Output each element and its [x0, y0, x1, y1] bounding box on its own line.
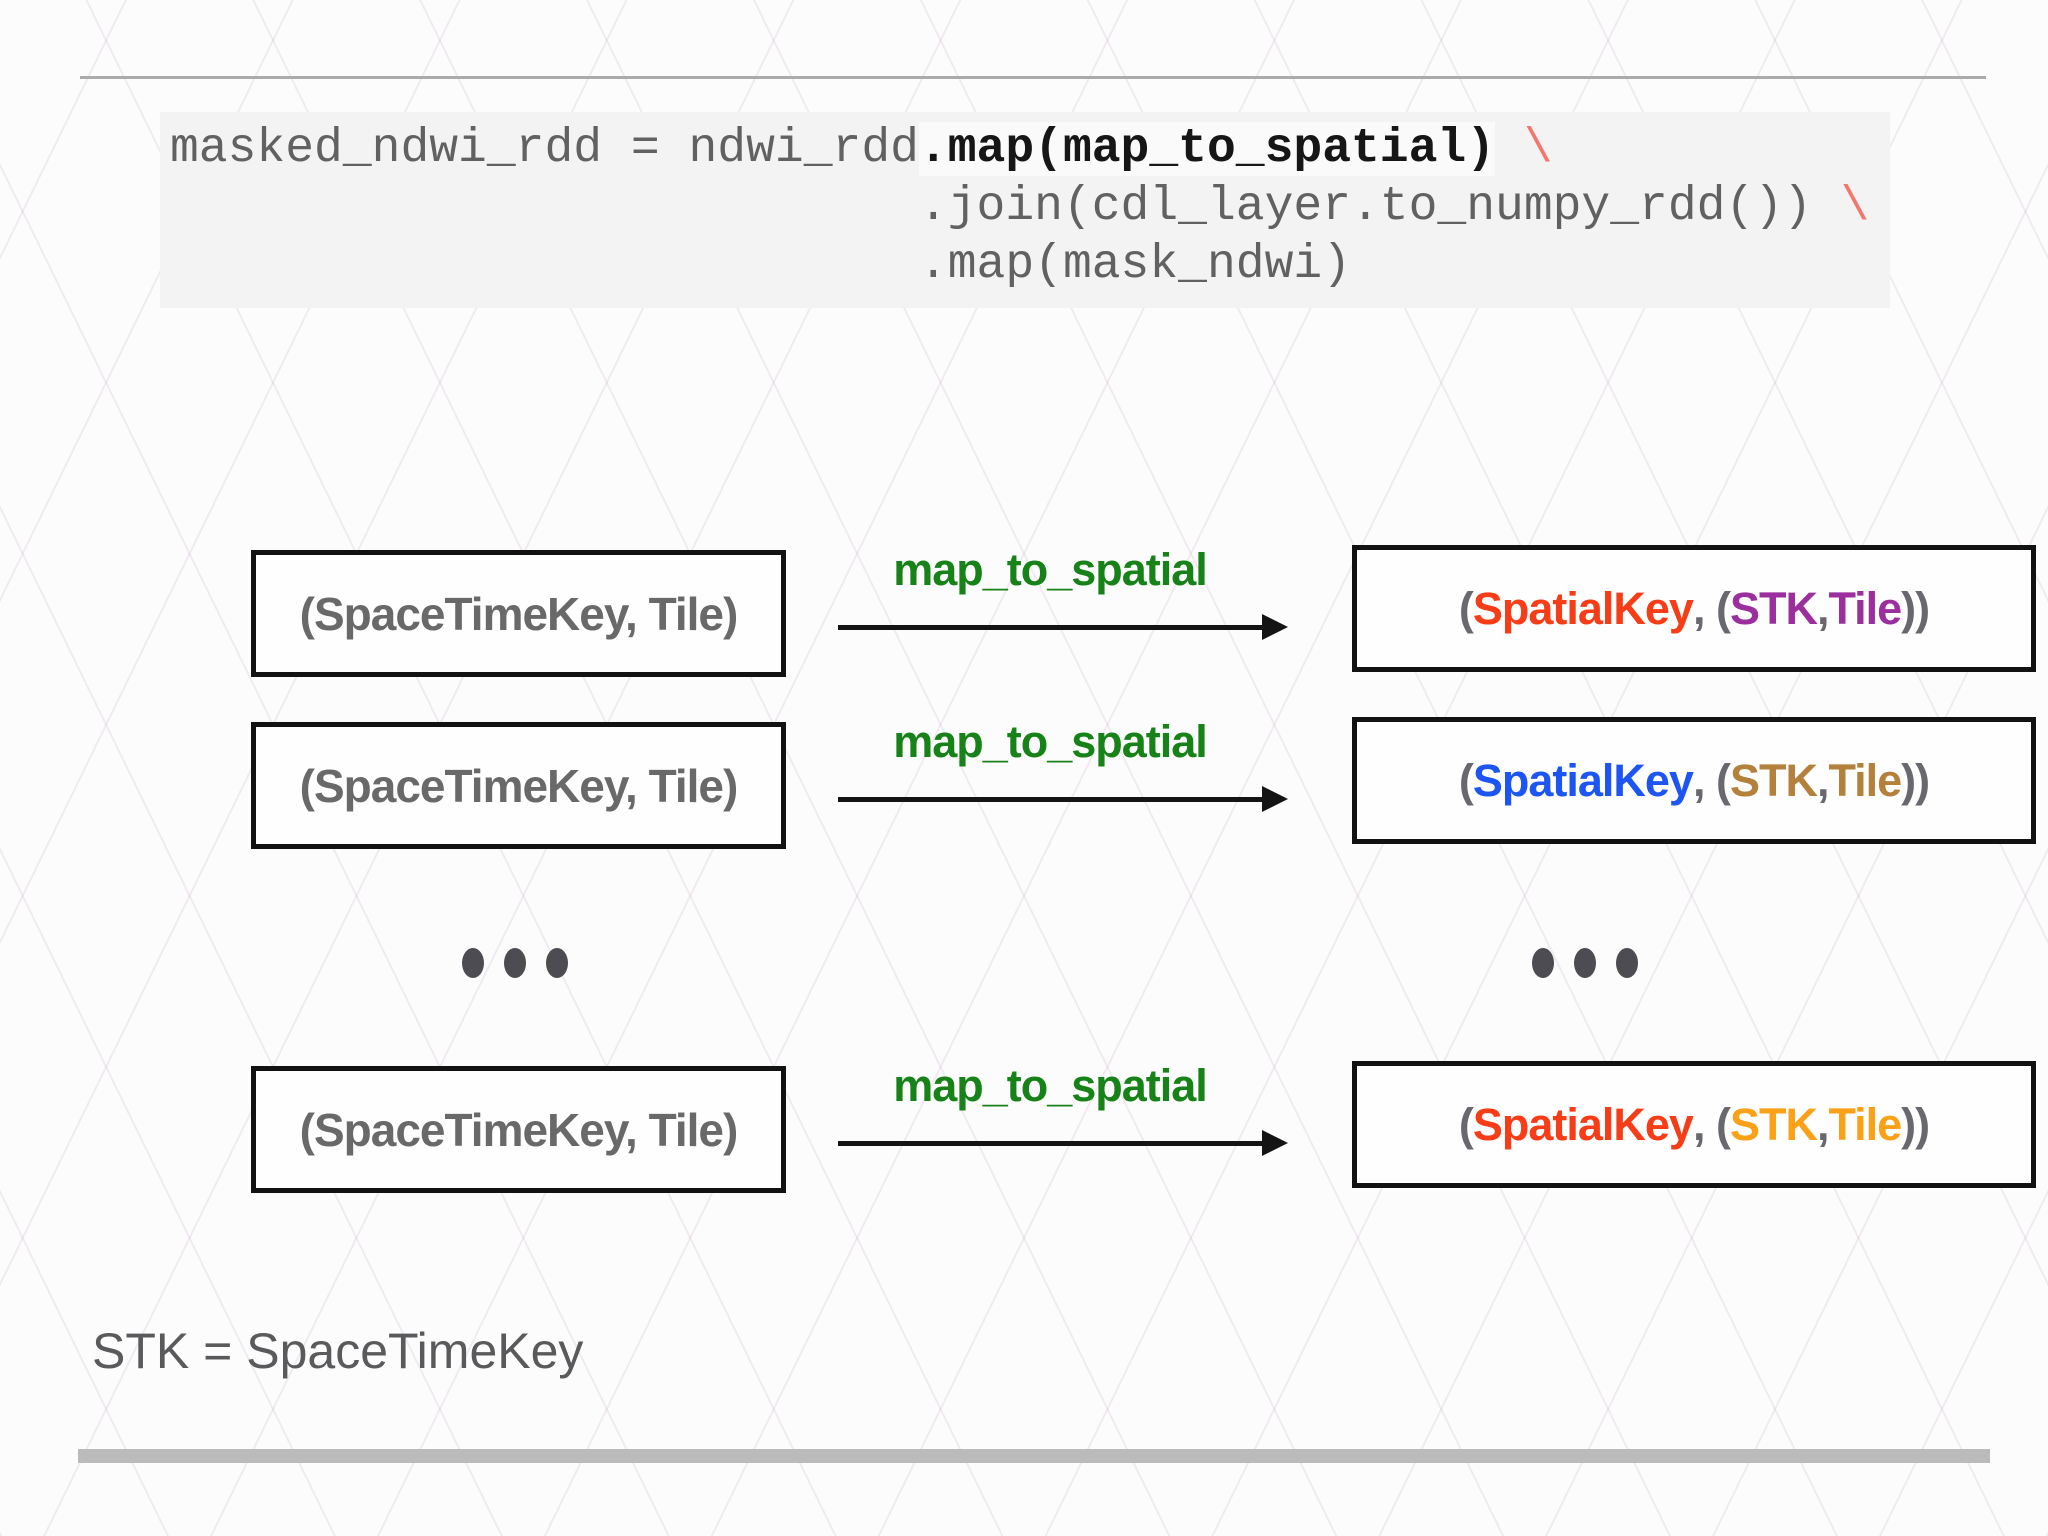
code-segment: masked_ndwi_rdd = ndwi_rdd — [170, 122, 919, 176]
arrow-shaft — [838, 797, 1264, 802]
input-box: (SpaceTimeKey, Tile) — [251, 1066, 786, 1193]
arrow-right-icon — [838, 1128, 1288, 1158]
arrow-shaft — [838, 1141, 1264, 1146]
output-segment: Tile — [1828, 1098, 1902, 1150]
output-segment: STK — [1729, 754, 1818, 806]
output-segment: , — [1816, 754, 1829, 806]
output-segment: STK — [1729, 1098, 1818, 1150]
arrow-head — [1262, 1130, 1288, 1156]
ellipsis-dot — [1574, 948, 1596, 978]
ellipsis-right — [1532, 948, 1638, 978]
ellipsis-dot — [462, 948, 484, 978]
output-segment: STK — [1729, 582, 1818, 634]
output-segment: , — [1816, 1098, 1829, 1150]
output-segment: ( — [1458, 754, 1474, 806]
ellipsis-dot — [1532, 948, 1554, 978]
output-segment: , ( — [1692, 1098, 1731, 1150]
arrow-right-icon — [838, 784, 1288, 814]
output-segment: SpatialKey — [1472, 1098, 1694, 1150]
arrow-label: map_to_spatial — [893, 716, 1208, 767]
bottom-bar — [78, 1449, 1990, 1463]
code-segment: .map(map_to_spatial) — [918, 122, 1496, 176]
diagram-row: (SpaceTimeKey, Tile) map_to_spatial (Spa… — [0, 544, 2048, 677]
code-line: .join(cdl_layer.to_numpy_rdd()) \ — [170, 178, 1870, 236]
top-rule — [80, 76, 1986, 79]
ellipsis-dot — [546, 948, 568, 978]
output-segment: , ( — [1692, 582, 1731, 634]
arrow-right-icon — [838, 612, 1288, 642]
arrow-label: map_to_spatial — [893, 1060, 1208, 1111]
code-segment — [1495, 122, 1524, 176]
diagram-row: (SpaceTimeKey, Tile) map_to_spatial (Spa… — [0, 1060, 2048, 1193]
output-box: (SpatialKey, (STK, Tile)) — [1352, 545, 2036, 672]
code-block: masked_ndwi_rdd = ndwi_rdd.map(map_to_sp… — [160, 112, 1890, 308]
footnote: STK = SpaceTimeKey — [92, 1323, 584, 1379]
output-box: (SpatialKey, (STK, Tile)) — [1352, 717, 2036, 844]
output-segment: , — [1816, 582, 1829, 634]
ellipsis-dot — [504, 948, 526, 978]
ellipsis-left — [462, 948, 568, 978]
arrow-head — [1262, 786, 1288, 812]
output-segment: ( — [1458, 1098, 1474, 1150]
code-segment: \ — [1840, 180, 1870, 234]
code-segment: .join(cdl_layer.to_numpy_rdd()) — [170, 180, 1841, 234]
code-lines: masked_ndwi_rdd = ndwi_rdd.map(map_to_sp… — [170, 120, 1869, 294]
output-segment: Tile — [1828, 754, 1902, 806]
output-box: (SpatialKey, (STK, Tile)) — [1352, 1061, 2036, 1188]
code-segment: .map(mask_ndwi) — [170, 238, 1351, 292]
code-line: masked_ndwi_rdd = ndwi_rdd.map(map_to_sp… — [170, 120, 1869, 178]
code-segment: \ — [1523, 122, 1553, 176]
diagram-row: (SpaceTimeKey, Tile) map_to_spatial (Spa… — [0, 716, 2048, 849]
ellipsis-dot — [1616, 948, 1638, 978]
output-segment: ( — [1458, 582, 1474, 634]
arrow-label: map_to_spatial — [893, 544, 1208, 595]
output-segment: )) — [1901, 582, 1930, 634]
arrow-shaft — [838, 625, 1264, 630]
output-segment: )) — [1901, 1098, 1930, 1150]
arrow-head — [1262, 614, 1288, 640]
input-box: (SpaceTimeKey, Tile) — [251, 550, 786, 677]
output-segment: , ( — [1692, 754, 1731, 806]
output-segment: SpatialKey — [1472, 582, 1694, 634]
output-segment: SpatialKey — [1472, 754, 1694, 806]
output-segment: )) — [1901, 754, 1930, 806]
output-segment: Tile — [1828, 582, 1902, 634]
input-box: (SpaceTimeKey, Tile) — [251, 722, 786, 849]
code-line: .map(mask_ndwi) — [170, 236, 1869, 294]
